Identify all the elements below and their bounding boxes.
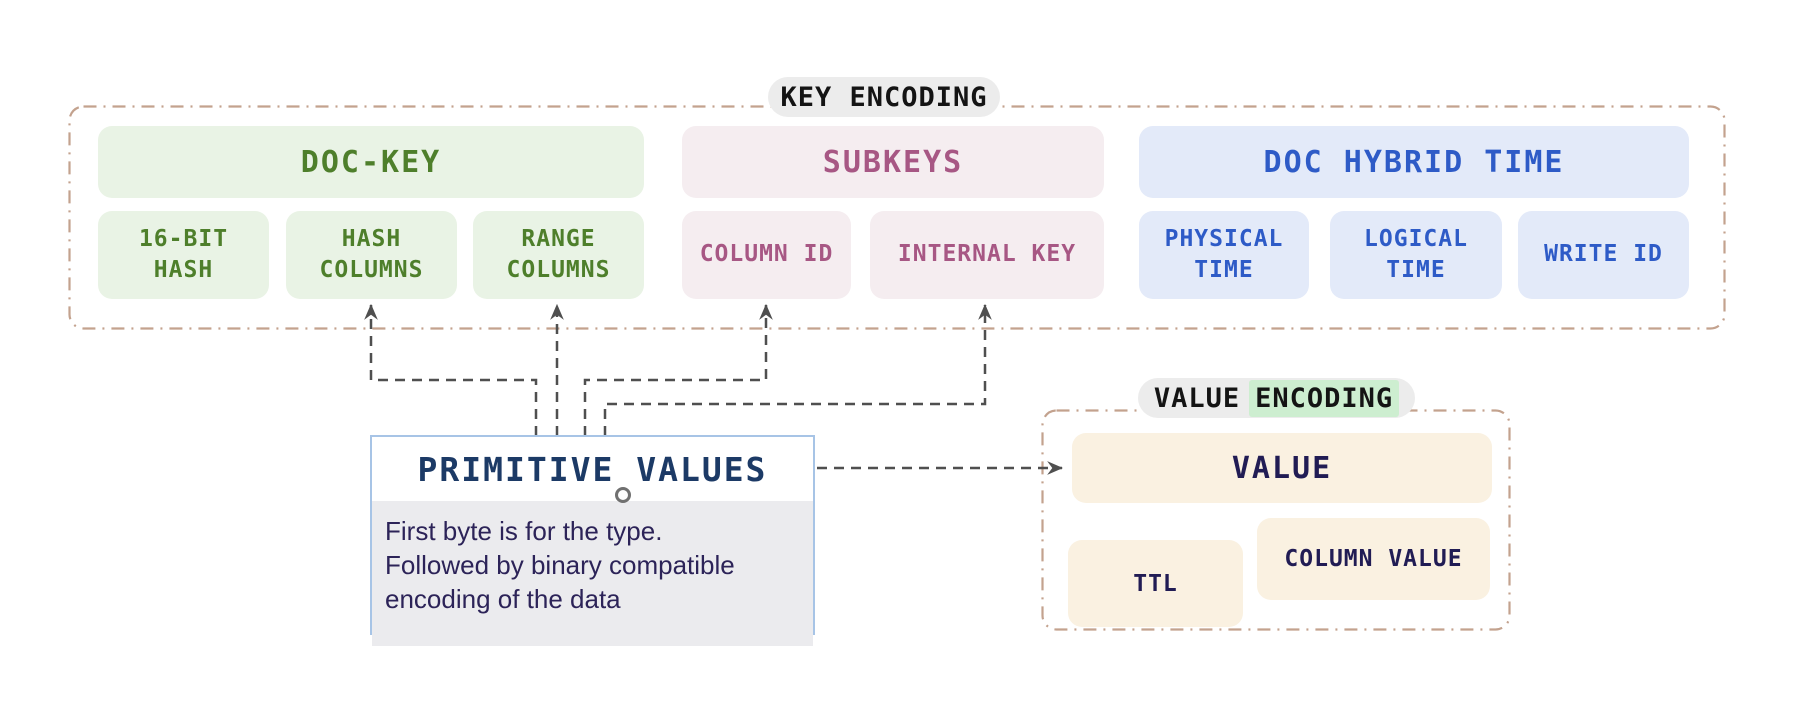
value-encoding-container-border bbox=[1041, 409, 1511, 631]
arrow-to-hash-columns bbox=[364, 303, 538, 436]
value-encoding-label-text: VALUE bbox=[1153, 382, 1241, 414]
primitive-values-note: First byte is for the type. Followed by … bbox=[372, 501, 813, 646]
key-encoding-label: KEY ENCODING bbox=[768, 77, 1000, 117]
doc-key-header: DOC-KEY bbox=[98, 126, 644, 198]
cell-logical-time: LOGICAL TIME bbox=[1330, 211, 1502, 299]
cell-range-columns: RANGE COLUMNS bbox=[473, 211, 644, 299]
arrow-to-column-id bbox=[583, 303, 773, 436]
value-encoding-label: VALUE ENCODING bbox=[1138, 378, 1415, 418]
cell-internal-key: INTERNAL KEY bbox=[870, 211, 1104, 299]
value-encoding-label-highlight: ENCODING bbox=[1249, 379, 1400, 417]
primitive-values-box: PRIMITIVE VALUES First byte is for the t… bbox=[370, 435, 815, 646]
cell-column-id: COLUMN ID bbox=[682, 211, 851, 299]
connector-dot bbox=[615, 487, 631, 503]
cell-hash-columns: HASH COLUMNS bbox=[286, 211, 457, 299]
cell-ttl: TTL bbox=[1068, 540, 1243, 627]
cell-write-id: WRITE ID bbox=[1518, 211, 1689, 299]
key-encoding-label-text: KEY ENCODING bbox=[780, 81, 988, 113]
primitive-values-title: PRIMITIVE VALUES bbox=[417, 449, 768, 489]
subkeys-header: SUBKEYS bbox=[682, 126, 1104, 198]
arrow-to-internal-key bbox=[603, 303, 992, 436]
doc-hybrid-time-header: DOC HYBRID TIME bbox=[1139, 126, 1689, 198]
cell-value: VALUE bbox=[1072, 433, 1492, 503]
cell-16-bit-hash: 16-BIT HASH bbox=[98, 211, 269, 299]
cell-physical-time: PHYSICAL TIME bbox=[1139, 211, 1309, 299]
cell-column-value: COLUMN VALUE bbox=[1257, 518, 1490, 600]
